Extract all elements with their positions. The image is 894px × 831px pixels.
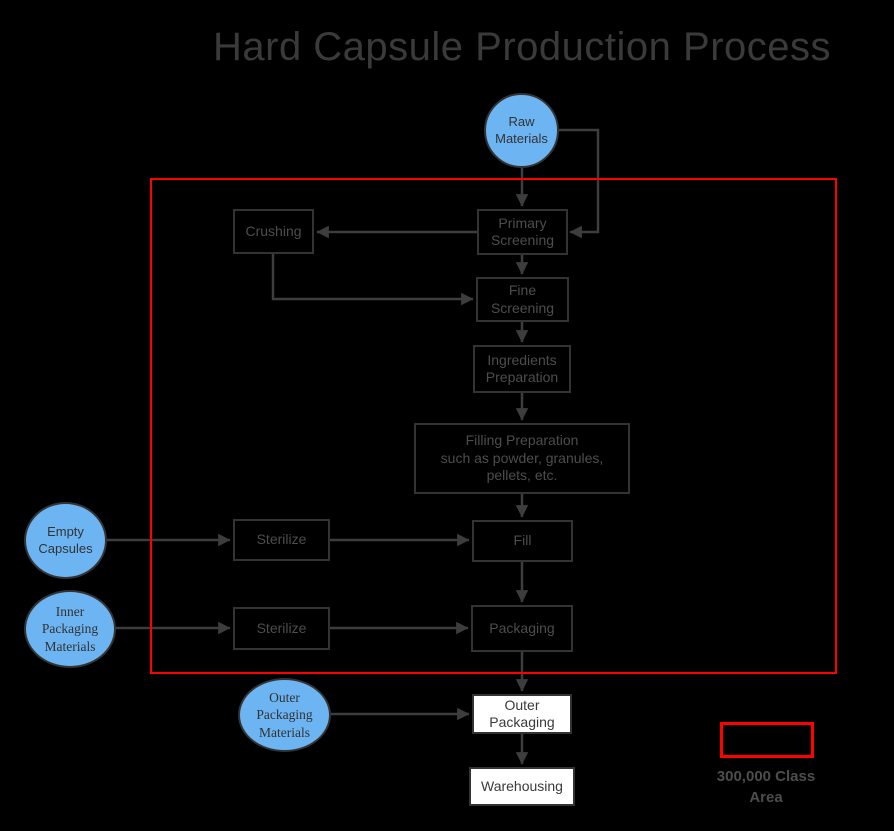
- node-crushing-label: Crushing: [245, 222, 302, 239]
- node-primary-screening-label: Primary Screening: [490, 214, 555, 249]
- node-fine-screening-label: Fine Screening: [490, 282, 555, 316]
- node-raw-materials-label: Raw Materials: [495, 113, 548, 146]
- node-ingredients-preparation-label: Ingredients Preparation: [485, 351, 559, 386]
- node-fill-label: Fill: [513, 532, 532, 549]
- node-crushing: Crushing: [233, 209, 314, 254]
- class-area-boundary: [150, 178, 837, 674]
- edge-raw-to-primary-side: [559, 128, 600, 239]
- node-filling-preparation: Filling Preparation such as powder, gran…: [414, 423, 630, 494]
- node-outer-packaging: Outer Packaging: [472, 694, 572, 734]
- legend-class-area-label: 300,000 Class Area: [716, 768, 816, 806]
- node-raw-materials: Raw Materials: [484, 93, 559, 168]
- node-packaging-label: Packaging: [489, 619, 555, 636]
- node-ingredients-preparation: Ingredients Preparation: [473, 345, 571, 393]
- node-fill: Fill: [472, 520, 573, 562]
- node-empty-capsules: Empty Capsules: [24, 502, 107, 579]
- node-inner-packaging-materials-label: Inner Packaging Materials: [41, 603, 99, 654]
- legend-class-area-swatch: [720, 722, 814, 758]
- node-outer-packaging-materials: Outer Packaging Materials: [238, 678, 331, 752]
- node-warehousing-label: Warehousing: [481, 777, 563, 794]
- node-sterilize-inner-packaging: Sterilize: [233, 607, 330, 650]
- node-inner-packaging-materials: Inner Packaging Materials: [24, 590, 116, 668]
- node-outer-packaging-label: Outer Packaging: [489, 696, 555, 731]
- node-primary-screening: Primary Screening: [477, 209, 568, 255]
- node-outer-packaging-materials-label: Outer Packaging Materials: [256, 689, 313, 740]
- node-sterilize-capsules-label: Sterilize: [256, 531, 307, 548]
- node-packaging: Packaging: [471, 605, 573, 652]
- edge-crushing-to-fine: [271, 254, 474, 306]
- node-fine-screening: Fine Screening: [476, 277, 569, 322]
- diagram-title: Hard Capsule Production Process: [212, 25, 832, 69]
- node-empty-capsules-label: Empty Capsules: [38, 523, 93, 556]
- node-filling-preparation-label: Filling Preparation such as powder, gran…: [440, 432, 604, 484]
- node-sterilize-inner-packaging-label: Sterilize: [256, 619, 307, 636]
- node-warehousing: Warehousing: [469, 767, 575, 806]
- node-sterilize-capsules: Sterilize: [233, 519, 330, 561]
